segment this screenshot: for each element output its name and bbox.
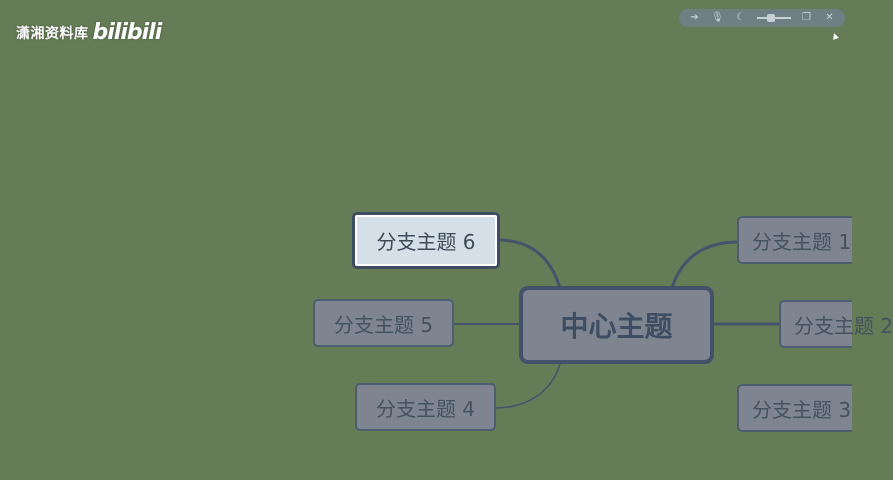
branch-topic-5[interactable]: 分支主题 5 [313,299,454,347]
connector-branch-4 [493,363,561,409]
moon-icon[interactable]: ☾ [736,12,745,23]
zoom-slider-knob[interactable] [766,14,775,22]
branch-topic-4-label: 分支主题 4 [375,396,476,421]
bilibili-logo: bilibili [92,20,163,45]
branch-topic-6[interactable]: 分支主题 6 [352,212,500,269]
window-icon[interactable]: ❐ [802,12,811,23]
floating-toolbar: ➔ 🎙 ☾ ❐ ✕ [679,9,845,27]
branch-topic-2[interactable]: 分支主题 2 [779,300,893,348]
branch-topic-1[interactable]: 分支主题 1 [737,216,852,264]
branch-topic-5-label: 分支主题 5 [333,312,434,337]
central-topic[interactable]: 中心主题 [519,286,714,364]
zoom-slider[interactable] [756,14,791,22]
branch-topic-1-label: 分支主题 1 [752,229,852,254]
branch-topic-3-label: 分支主题 3 [752,397,852,422]
connector-branch-1 [670,240,739,289]
central-topic-label: 中心主题 [560,310,673,343]
arrow-right-icon[interactable]: ➔ [690,12,699,23]
branch-topic-6-label: 分支主题 6 [376,230,476,254]
branch-topic-4[interactable]: 分支主题 4 [355,383,496,431]
close-icon[interactable]: ✕ [825,12,834,23]
watermark-text: 潇湘资料库 [16,25,89,42]
microphone-icon[interactable]: 🎙 [711,12,724,23]
branch-topic-3[interactable]: 分支主题 3 [737,384,852,432]
watermark: 潇湘资料库 bilibili [16,20,163,45]
branch-topic-2-label: 分支主题 2 [794,313,893,338]
branch-connectors [453,238,780,409]
connector-branch-6 [497,238,562,289]
